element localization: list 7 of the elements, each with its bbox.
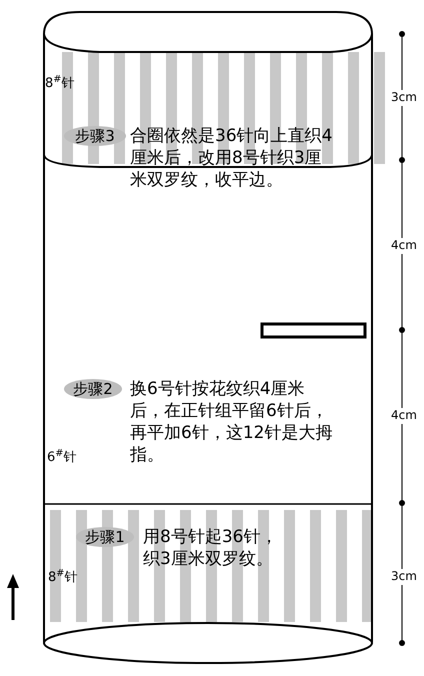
needle-label: 8$^{#}$针 [48, 570, 78, 587]
needle-label: 6$^{#}$针 [47, 450, 78, 467]
needle-label: 8$^{#}$针 [45, 76, 76, 93]
instruction-text: 用8号针起36针，织3厘米双罗纹。 [143, 526, 278, 570]
instruction-text: 换6号针按花纹织4厘米后，在正针组平留6针后，再平加6针，这12针是大拇指。 [130, 378, 334, 466]
instruction-text: 合圈依然是36针向上直织4厘米后，改用8号针织3厘米双罗纹，收平边。 [130, 125, 334, 192]
step-badge: 步骤2 [64, 379, 122, 399]
